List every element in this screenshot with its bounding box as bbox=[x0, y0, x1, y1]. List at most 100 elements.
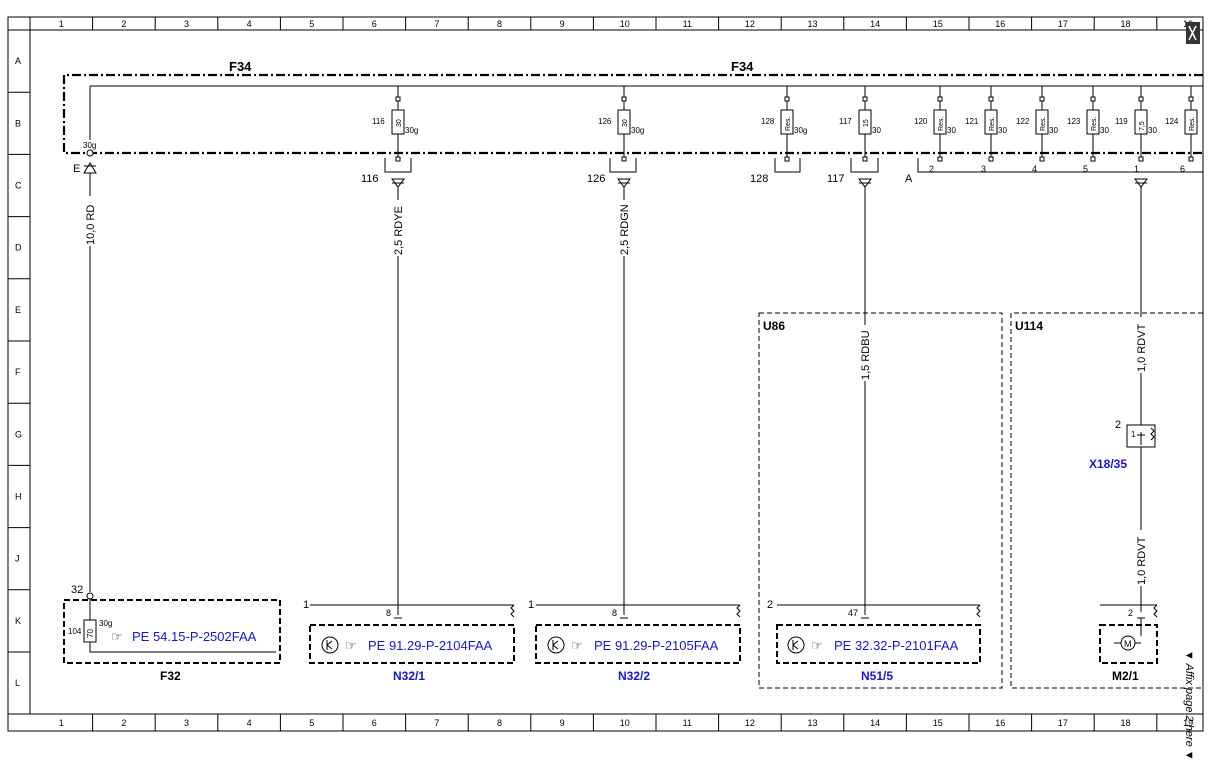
scissors-icon bbox=[1186, 22, 1200, 44]
fuse-123: Res. 123 30 bbox=[1067, 86, 1109, 162]
grid-col-label: 9 bbox=[560, 19, 565, 29]
connector-label-126: 126 bbox=[587, 173, 605, 185]
fuse-terminal: 30 bbox=[1148, 126, 1157, 135]
grid-col-label: 1 bbox=[59, 19, 64, 29]
wire-label-rdgn: 2,5 RDGN bbox=[619, 204, 631, 255]
f32-name: F32 bbox=[160, 669, 181, 683]
fuse-terminal: 30 bbox=[1100, 126, 1109, 135]
grid-col-label: 13 bbox=[807, 19, 817, 29]
fuse-number: 126 bbox=[598, 117, 612, 126]
fuse-124: Res.124 bbox=[1165, 86, 1198, 162]
grid-col-label: 5 bbox=[309, 718, 314, 728]
ground-pin-label: 30g bbox=[83, 141, 96, 150]
fuse-number: 117 bbox=[839, 117, 852, 126]
grid-col-label: 4 bbox=[247, 718, 252, 728]
area-label-u114: U114 bbox=[1015, 319, 1043, 333]
affix-page-note: ▼ Affix page 2 here ▼ bbox=[1183, 650, 1195, 761]
grid-col-label: 11 bbox=[683, 19, 692, 29]
fuse-number: 128 bbox=[761, 117, 775, 126]
x18-name[interactable]: X18/35 bbox=[1089, 457, 1127, 471]
fuse-terminal: 30g bbox=[794, 126, 807, 135]
n32-2-pin: 8 bbox=[612, 608, 617, 618]
grid-col-label: 8 bbox=[497, 19, 502, 29]
grid-col-label: 11 bbox=[683, 718, 692, 728]
grid-row-label: B bbox=[15, 118, 21, 128]
f32-term: 30g bbox=[99, 619, 112, 628]
fuse-rating: 30 bbox=[396, 119, 403, 127]
hand-pointer-icon: ☞ bbox=[345, 638, 357, 653]
grid-col-label: 6 bbox=[372, 19, 377, 29]
fuse-number: 119 bbox=[1115, 117, 1128, 126]
grid-row-label: L bbox=[15, 678, 20, 688]
fuse-terminal: 30 bbox=[947, 126, 956, 135]
grid-col-label: 19 bbox=[1183, 718, 1193, 728]
sheet-frame bbox=[7, 16, 1204, 732]
n51-5-name[interactable]: N51/5 bbox=[861, 669, 893, 683]
grid-col-label: 2 bbox=[121, 718, 126, 728]
grid-col-label: 3 bbox=[184, 718, 189, 728]
grid-row-label: J bbox=[15, 554, 20, 564]
n32-2-pin-left: 1 bbox=[528, 599, 534, 611]
grid-col-label: 6 bbox=[372, 718, 377, 728]
f32-fuse-no: 104 bbox=[68, 627, 82, 636]
f32-rating: 70 bbox=[86, 629, 95, 638]
bus-a-label: A bbox=[905, 173, 913, 185]
grid-col-label: 12 bbox=[745, 718, 755, 728]
wire-labels: 10,0 RD 2,5 RDYE 2,5 RDGN 1,5 RDBU 1,0 R… bbox=[84, 196, 1148, 586]
n32-1-pin-left: 1 bbox=[303, 599, 309, 611]
grid-col-label: 10 bbox=[620, 718, 630, 728]
grid-col-label: 2 bbox=[121, 19, 126, 29]
area-outlines bbox=[758, 312, 1203, 689]
wire-label-rdvt-lower: 1,0 RDVT bbox=[1136, 536, 1148, 585]
fuse-rating: Res. bbox=[1040, 117, 1047, 131]
x18-pin: 1 bbox=[1131, 430, 1136, 439]
n32-1-name[interactable]: N32/1 bbox=[393, 669, 425, 683]
grid-row-label: K bbox=[15, 616, 21, 626]
fuse-rating: Res. bbox=[1189, 117, 1196, 131]
fuse-number: 116 bbox=[372, 117, 385, 126]
connector-arrows bbox=[391, 178, 1148, 188]
n32-1-reference-link[interactable]: PE 91.29-P-2104FAA bbox=[368, 638, 493, 653]
fuse-terminal: 30g bbox=[631, 126, 644, 135]
grid-col-label: 15 bbox=[933, 19, 943, 29]
grid-col-label: 4 bbox=[247, 19, 252, 29]
f32-reference-link[interactable]: PE 54.15-P-2502FAA bbox=[132, 629, 257, 644]
grid-col-label: 18 bbox=[1120, 718, 1130, 728]
component-n32-1: 1 8 ☞ PE 91.29-P-2104FAA N32/1 bbox=[303, 599, 515, 683]
grid-col-label: 14 bbox=[870, 19, 880, 29]
grid-col-label: 13 bbox=[807, 718, 817, 728]
hand-pointer-icon: ☞ bbox=[111, 629, 123, 644]
fuse-rating: Res. bbox=[1091, 117, 1098, 131]
f32-pin-top: 32 bbox=[71, 584, 83, 596]
grid-col-label: 8 bbox=[497, 718, 502, 728]
bus-pin: 5 bbox=[1083, 164, 1088, 174]
grid-col-label: 17 bbox=[1058, 718, 1068, 728]
n32-2-name[interactable]: N32/2 bbox=[618, 669, 650, 683]
connector-label-116: 116 bbox=[361, 173, 379, 185]
grid-col-label: 17 bbox=[1058, 19, 1068, 29]
fuse-terminal: 30 bbox=[872, 126, 881, 135]
fuse-number: 123 bbox=[1067, 117, 1081, 126]
grid-row-label: C bbox=[15, 181, 22, 191]
n32-2-reference-link[interactable]: PE 91.29-P-2105FAA bbox=[594, 638, 719, 653]
grid-row-label: A bbox=[15, 56, 21, 66]
n51-5-reference-link[interactable]: PE 32.32-P-2101FAA bbox=[834, 638, 959, 653]
fuse-number: 120 bbox=[914, 117, 928, 126]
grid-col-label: 14 bbox=[870, 718, 880, 728]
grid-col-label: 5 bbox=[309, 19, 314, 29]
grid-row-label: D bbox=[15, 243, 22, 253]
fuse-number: 122 bbox=[1016, 117, 1030, 126]
grid-row-label: E bbox=[15, 305, 21, 315]
grid-row-label: F bbox=[15, 367, 21, 377]
grid-col-label: 9 bbox=[560, 718, 565, 728]
grid-col-label: 16 bbox=[995, 718, 1005, 728]
m2-1-name: M2/1 bbox=[1112, 669, 1139, 683]
